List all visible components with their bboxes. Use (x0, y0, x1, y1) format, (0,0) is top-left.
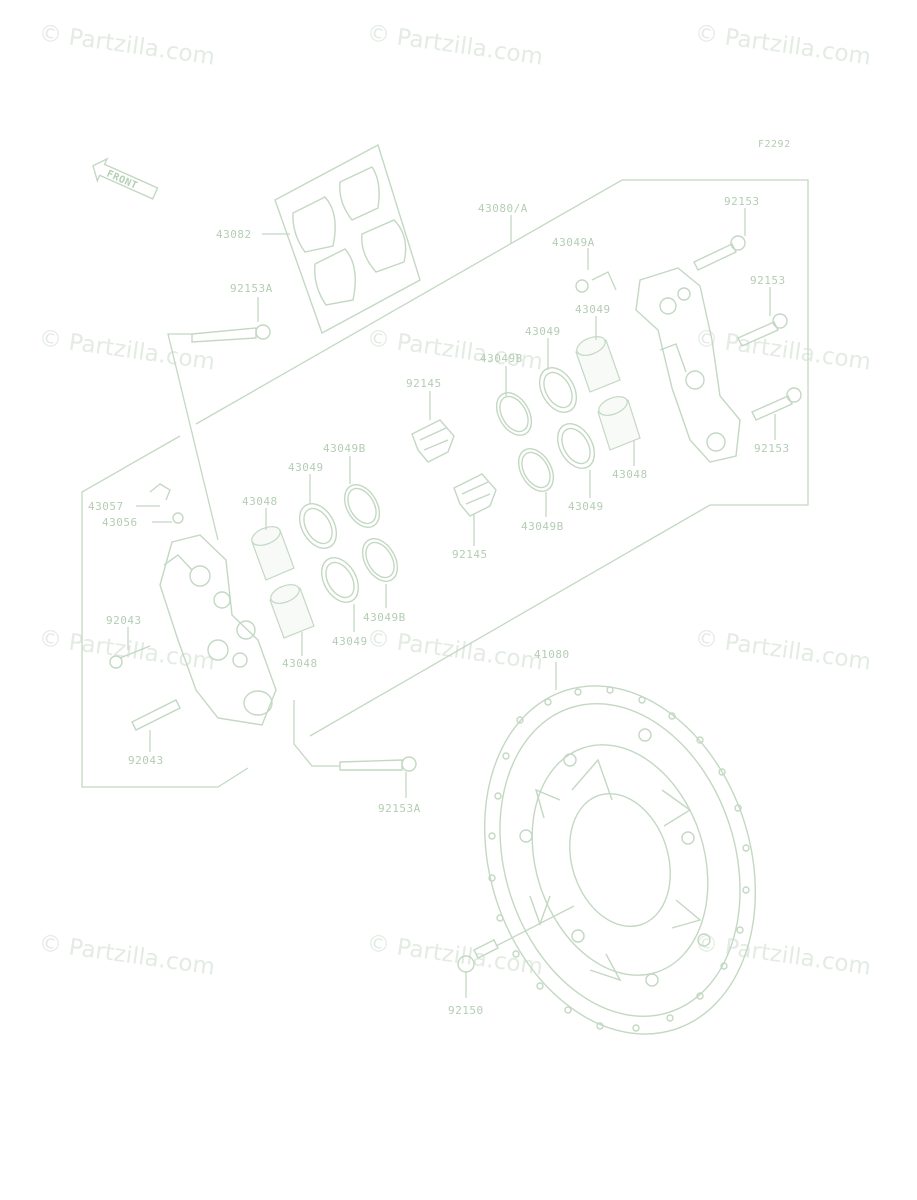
watermark: © Partzilla.com (365, 625, 544, 675)
pad-springs (411, 419, 497, 517)
watermark: © Partzilla.com (365, 930, 544, 980)
watermark: © Partzilla.com (37, 625, 216, 675)
right-caliper (635, 267, 741, 463)
part-label: 43049 (288, 461, 324, 474)
brake-pads (274, 143, 421, 335)
disc-vent-holes (488, 686, 750, 1032)
part-label: 92153 (754, 442, 790, 455)
seal-rings (298, 367, 596, 603)
part-label: 43049B (521, 520, 564, 533)
part-label: 43080/A (478, 202, 528, 215)
watermarks: © Partzilla.com © Partzilla.com © Partzi… (37, 20, 872, 980)
watermark: © Partzilla.com (37, 930, 216, 980)
part-labels: 43082 43080/A 92153A 43049A 92153 92153 … (88, 195, 790, 1017)
part-label: 92150 (448, 1004, 484, 1017)
part-label: 41080 (534, 648, 570, 661)
watermark: © Partzilla.com (693, 325, 872, 375)
watermark: © Partzilla.com (37, 20, 216, 70)
part-label: 43049B (363, 611, 406, 624)
brake-disc (483, 685, 757, 1035)
part-label: 43049 (332, 635, 368, 648)
pistons (251, 336, 641, 639)
part-label: 92153A (230, 282, 273, 295)
part-label: 92153A (378, 802, 421, 815)
part-label: 43049B (480, 352, 523, 365)
watermark: © Partzilla.com (693, 930, 872, 980)
part-label: 43056 (102, 516, 138, 529)
watermark: © Partzilla.com (693, 20, 872, 70)
part-label: 92043 (106, 614, 142, 627)
figure-code: F2292 (758, 139, 791, 150)
part-label: 92145 (452, 548, 488, 561)
disc-bolt-holes (519, 728, 711, 987)
assembly-outline (81, 179, 809, 788)
part-label: 43049 (525, 325, 561, 338)
part-label: 43049A (552, 236, 595, 249)
part-label: 92145 (406, 377, 442, 390)
watermark: © Partzilla.com (365, 20, 544, 70)
watermark: © Partzilla.com (37, 325, 216, 375)
leader-lines (127, 208, 776, 998)
part-label: 43048 (282, 657, 318, 670)
front-arrow-icon: FRONT (92, 157, 159, 200)
part-label: 43049B (323, 442, 366, 455)
bolts (109, 235, 802, 973)
part-label: 92153 (724, 195, 760, 208)
part-label: 43048 (242, 495, 278, 508)
part-label: 43049 (575, 303, 611, 316)
part-label: 43082 (216, 228, 252, 241)
part-label: 43049 (568, 500, 604, 513)
part-label: 43048 (612, 468, 648, 481)
part-label: 92153 (750, 274, 786, 287)
disc-spokes (529, 758, 702, 982)
part-label: 92043 (128, 754, 164, 767)
left-caliper (159, 534, 277, 726)
watermark: © Partzilla.com (365, 325, 544, 375)
part-label: 43057 (88, 500, 124, 513)
watermark: © Partzilla.com (693, 625, 872, 675)
